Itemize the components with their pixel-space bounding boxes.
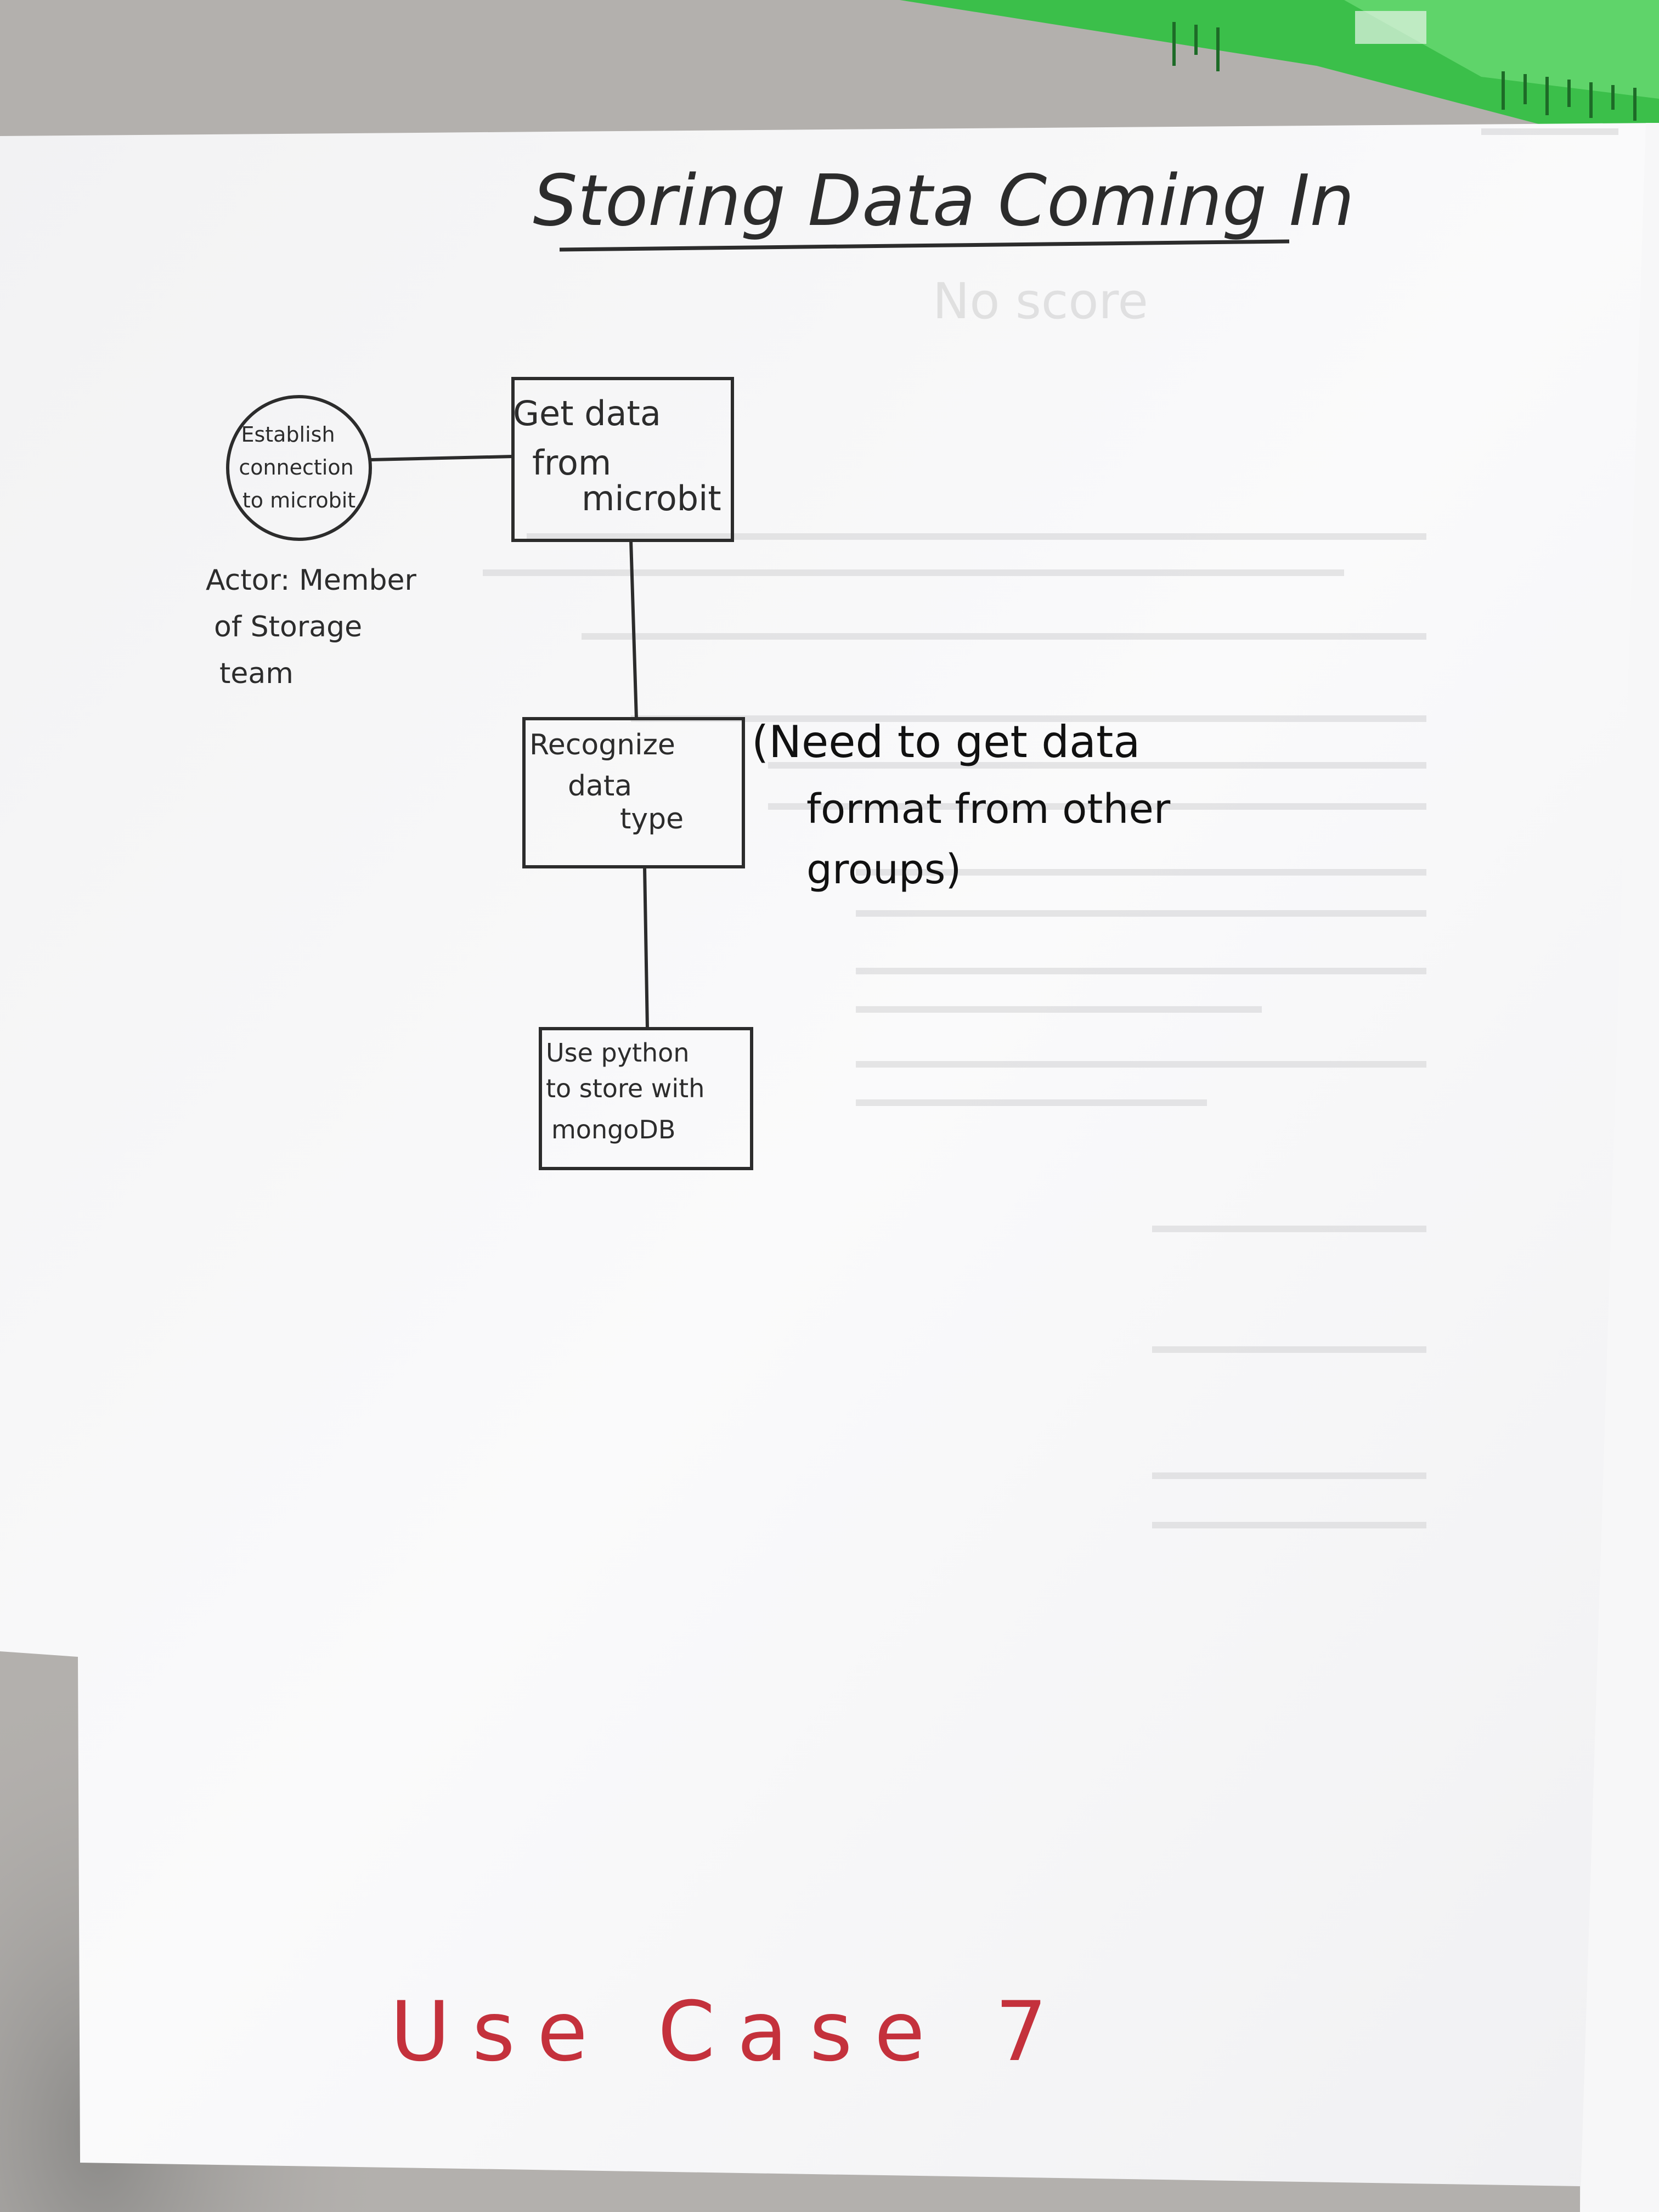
box-1-line-1: Get data (513, 393, 661, 433)
box-2-line-3: type (620, 803, 684, 836)
paper-right-flap (1580, 123, 1659, 2212)
ghost-heading: No score (933, 273, 1148, 330)
actor-circle: Establish connection to microbit (226, 395, 372, 541)
connector-actor-to-box-1 (370, 455, 514, 461)
box-1-line-3: microbit (582, 478, 721, 518)
box-3-line-3: mongoDB (551, 1115, 675, 1144)
diagram-title: Storing Data Coming In (533, 160, 1354, 242)
note-line-2: format from other (806, 786, 1171, 833)
green-ruler (900, 0, 1659, 137)
connector-box-2-to-box-3 (643, 866, 649, 1029)
box-2-line-2: data (568, 770, 632, 803)
box-3-line-2: to store with (546, 1074, 704, 1103)
connectors (370, 455, 649, 1029)
title-underline (559, 239, 1290, 252)
paper-sheet (0, 123, 1659, 2212)
show-through-lines (483, 128, 1618, 1528)
actor-label-line-3: team (219, 657, 294, 690)
note-line-3: groups) (806, 846, 961, 893)
actor-circle-line-1: Establish (241, 422, 335, 447)
step-box-store-mongodb: Use python to store with mongoDB (539, 1027, 753, 1170)
side-note: (Need to get data format from other grou… (752, 716, 1171, 893)
actor-label-line-1: Actor: Member (206, 564, 416, 597)
note-line-1: (Need to get data (752, 716, 1140, 768)
actor-label-line-2: of Storage (214, 611, 362, 644)
use-case-footer: Use Case 7 (390, 1984, 1069, 2080)
step-box-get-data: Get data from microbit (511, 377, 734, 542)
actor-label: Actor: Member of Storage team (206, 564, 416, 690)
box-1-line-2: from (532, 443, 611, 483)
actor-circle-line-2: connection (239, 455, 353, 479)
connector-box-1-to-box-2 (629, 540, 638, 719)
box-3-line-1: Use python (546, 1038, 689, 1068)
step-box-recognize-type: Recognize data type (522, 717, 745, 868)
box-2-line-1: Recognize (529, 729, 675, 761)
actor-circle-line-3: to microbit (242, 488, 356, 512)
